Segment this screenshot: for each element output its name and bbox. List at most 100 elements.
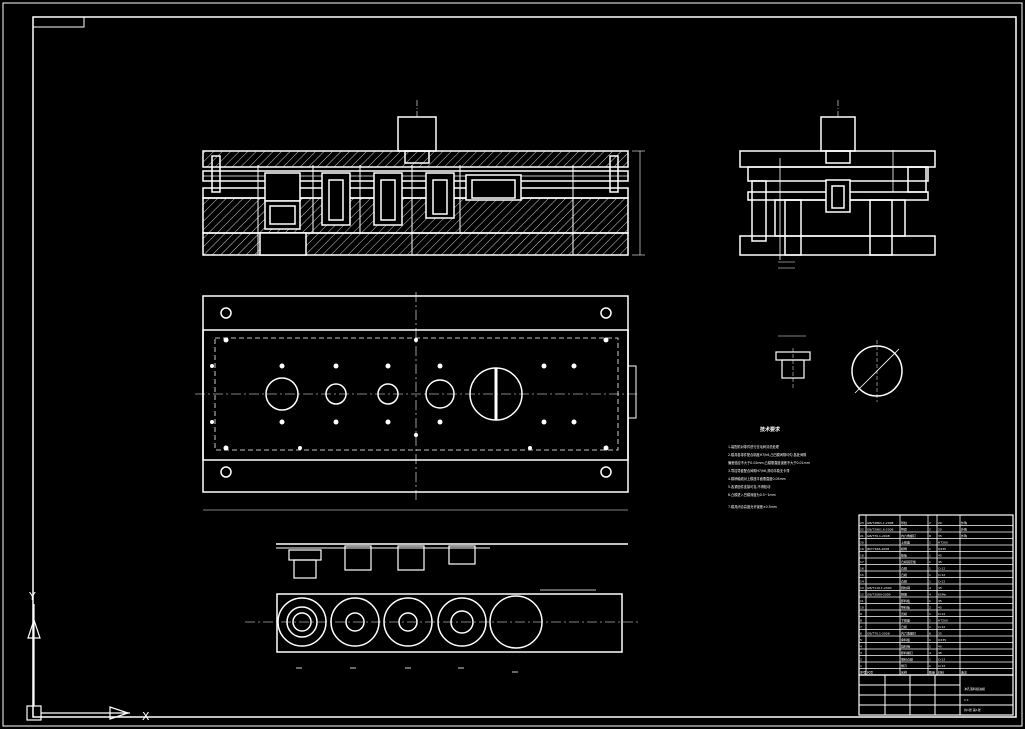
parts-list-cell: 2 <box>929 528 931 532</box>
sheet-number: 共1张 第1张 <box>964 707 981 712</box>
parts-list-cell: 35 <box>938 632 942 636</box>
parts-list-cell: 9 <box>860 612 862 616</box>
parts-list-cell: 1 <box>860 664 862 668</box>
parts-list-cell: 1 <box>929 664 931 668</box>
note-line: 1.装配前对零件进行去毛刺清洗处理 <box>728 444 780 449</box>
parts-list-cell: Cr12 <box>938 658 945 662</box>
parts-list-cell: 45 <box>938 554 942 558</box>
parts-list-cell: 1 <box>929 541 931 545</box>
parts-list-cell: 20 <box>860 541 864 545</box>
parts-list-cell: 凸模固定板 <box>901 559 916 564</box>
parts-list-cell: 19 <box>860 547 864 551</box>
parts-list-cell: 45 <box>938 599 942 603</box>
parts-list-cell: 凸模 <box>901 566 907 571</box>
parts-list-cell: Cr12 <box>938 664 945 668</box>
parts-list-cell: 2 <box>929 521 931 525</box>
parts-list-cell: Cr12 <box>938 567 945 571</box>
parts-list-cell: GB/T70.1-2008 <box>867 632 890 636</box>
parts-list-cell: 8 <box>860 619 862 623</box>
parts-list-cell: 凸模 <box>901 579 907 584</box>
detail-part-disc <box>851 340 903 402</box>
ucs-y-label: Y <box>28 590 36 603</box>
parts-list-cell: GB/T70.1-2008 <box>867 534 890 538</box>
parts-list-cell: 45 <box>938 651 942 655</box>
parts-list-cell: 21 <box>860 534 864 538</box>
note-line: 2.模具各零件配合精度H7/h6,凸凹模间隙均匀,各处间隙 <box>728 452 807 457</box>
parts-list-cell: 18 <box>860 554 864 558</box>
parts-list-cell: 数量 <box>929 670 935 675</box>
note-line: 偏差值应不大于0.02mm,凸模垂直度误差不大于0.01mm <box>728 460 810 465</box>
parts-list-cell: 7 <box>860 625 862 629</box>
parts-list-cell: 6 <box>860 632 862 636</box>
parts-list-cell: 1 <box>929 658 931 662</box>
parts-list-cell: Cr12 <box>938 580 945 584</box>
front-section-view <box>202 100 645 256</box>
note-line: 5.各紧固件连接可靠,不得松动 <box>728 484 770 489</box>
parts-list-cell: 4 <box>929 586 931 590</box>
parts-list-cell: 侧刃 <box>901 663 907 668</box>
parts-list-cell: 6 <box>929 632 931 636</box>
parts-list-cell: 凸模 <box>901 624 907 629</box>
parts-list-cell: 4 <box>860 645 862 649</box>
parts-list-cell: 1 <box>929 547 931 551</box>
parts-list-cell: GB/T2861.6-2008 <box>867 528 894 532</box>
parts-list-cell: 3 <box>860 651 862 655</box>
strip-layout-view <box>245 589 640 673</box>
parts-list-cell: 14 <box>860 580 864 584</box>
parts-list-cell: GB/T2861.1-2008 <box>867 521 894 525</box>
parts-list-cell: GB/T119.1-2000 <box>867 586 892 590</box>
parts-list-cell: 下模座 <box>901 618 910 623</box>
parts-list-cell: 1 <box>929 567 931 571</box>
title-block: 冲孔落料级进模 1:1 共1张 第1张 <box>858 674 1014 716</box>
parts-list-cell: 内六角螺钉 <box>901 533 916 538</box>
note-line: 7.模具闭合高度允许误差±0.5mm <box>728 504 777 509</box>
parts-list-cell: JB/T7646-2008 <box>866 547 889 551</box>
parts-list-cell: 材料 <box>938 670 944 675</box>
parts-list-cell: 45 <box>938 645 942 649</box>
parts-list-cell: 1 <box>929 580 931 584</box>
parts-list-cell: 导柱 <box>901 520 907 525</box>
parts-list-cell: 23 <box>860 521 864 525</box>
parts-list-cell: Cr12 <box>938 625 945 629</box>
parts-list-cell: 外购 <box>961 527 967 532</box>
parts-list-cell: 20 <box>938 521 942 525</box>
parts-list-cell: 5 <box>860 638 862 642</box>
parts-list-cell: Q235 <box>938 547 946 551</box>
side-section-view <box>739 100 936 269</box>
parts-list-cell: 45 <box>938 586 942 590</box>
parts-list-cell: GB/T2089-2009 <box>867 593 891 597</box>
parts-list-cell: 代号 <box>867 670 873 675</box>
parts-list-cell: 弹簧 <box>901 592 907 597</box>
parts-list-cell: 12 <box>860 593 864 597</box>
note-line: 6.凸模进入凹模深度为0.5~1mm <box>728 492 776 497</box>
parts-list-cell: 17 <box>860 560 864 564</box>
punch-detail-strip <box>276 543 628 579</box>
parts-list-cell: 1 <box>929 638 931 642</box>
detail-part-pin <box>775 335 811 390</box>
parts-list-cell: HT200 <box>938 619 948 623</box>
drawing-scale: 1:1 <box>964 698 969 702</box>
ucs-x-label: X <box>142 710 150 723</box>
parts-list-cell: 内六角螺钉 <box>901 631 916 636</box>
parts-list-cell: 外购 <box>961 533 967 538</box>
parts-list-cell: 2 <box>929 606 931 610</box>
parts-list-cell: 承料板 <box>901 637 910 642</box>
parts-list-cell: Cr12 <box>938 573 945 577</box>
parts-list-cell: 1 <box>929 645 931 649</box>
parts-list-cell: 垫板 <box>901 553 907 558</box>
parts-list-cell: 4 <box>929 593 931 597</box>
parts-list-cell: 外购 <box>961 520 967 525</box>
parts-list-cell: 15 <box>860 573 864 577</box>
parts-list-cell: 65Mn <box>938 593 946 597</box>
parts-list-cell: 1 <box>929 619 931 623</box>
parts-list-cell: 1 <box>929 573 931 577</box>
parts-list-cell: 1 <box>929 560 931 564</box>
parts-list-cell: 序号 <box>860 670 866 675</box>
parts-list-cell: 名称 <box>901 670 907 675</box>
parts-list-cell: 45 <box>938 606 942 610</box>
parts-list-cell: 凸模 <box>901 572 907 577</box>
parts-list-cell: 落料凸模 <box>901 657 913 662</box>
